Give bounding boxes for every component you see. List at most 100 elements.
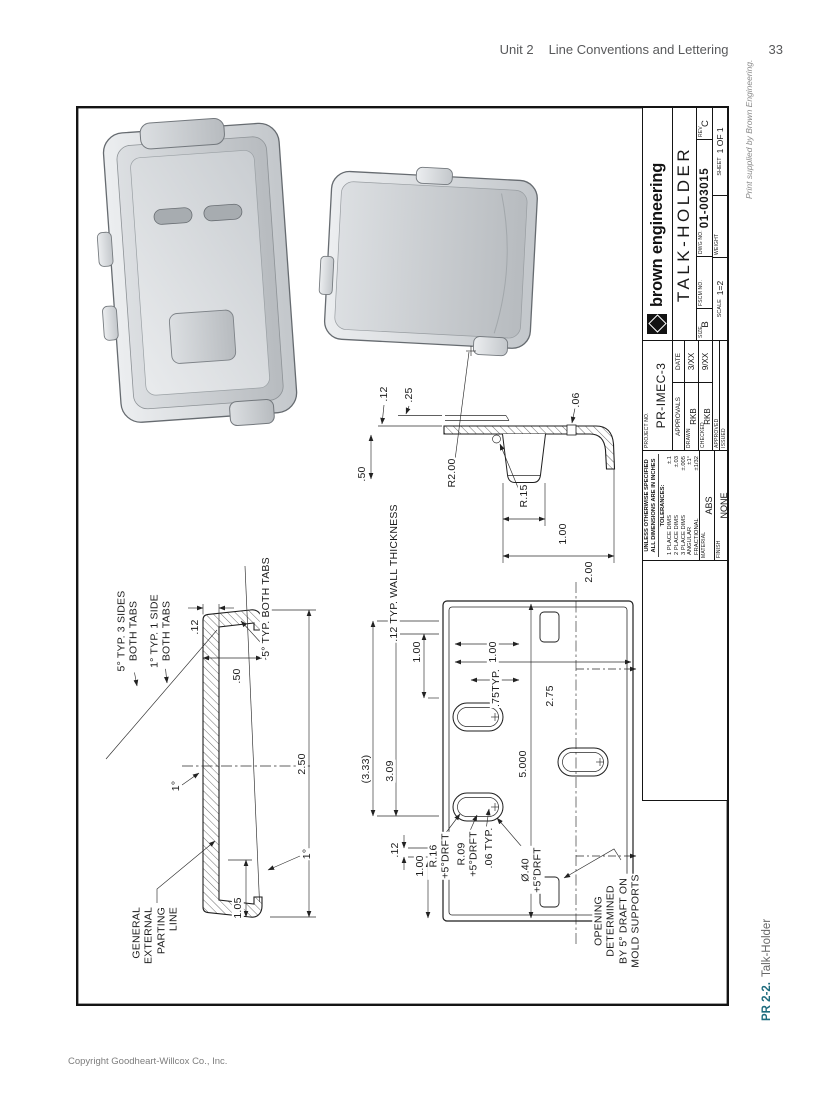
dim-06-typ: .06 TYP. — [482, 826, 496, 870]
size-cell: SIZE B — [697, 308, 713, 340]
checked-label: CHECKED — [699, 422, 706, 448]
size-label: SIZE — [697, 326, 704, 338]
dim-overall-333: (3.33) — [359, 753, 373, 785]
checked-date: 9/XX — [701, 352, 711, 371]
weight-label: WEIGHT — [713, 233, 720, 255]
sheet-value: 1 OF 1 — [715, 127, 726, 154]
dim-r16-drft: R.16 +5°DRFT — [427, 832, 453, 880]
company-row: brown engineering — [643, 108, 673, 340]
fscm-cell: FSCM NO. — [697, 256, 713, 308]
print-credit: Print supplied by Brown Engineering. — [744, 59, 754, 199]
note-1deg-1side: 1° TYP. 1 SIDE BOTH TABS — [148, 593, 174, 669]
dimension-layer: .12 .50 2.50 1.05 1° 1° 5° TYP. 3 SIDES BOTH T… — [76, 106, 729, 1006]
project-cell: PROJECT NO. PR-IMEC-3 — [643, 341, 673, 450]
drawn-label: DRAWN — [685, 428, 692, 448]
scale-label: SCALE — [717, 299, 724, 318]
issued-row: ISSUED — [720, 341, 727, 450]
view-end-section — [105, 565, 316, 918]
tolerances-label: TOLERANCES: — [659, 484, 666, 527]
rev-cell: REV C — [697, 108, 712, 139]
note-mold-opening: OPENING DETERMINED BY 5° DRAFT ON MOLD S… — [592, 873, 642, 969]
dim-1deg-leg: 1° — [300, 847, 314, 861]
dim-5000: 5.000 — [516, 749, 530, 779]
figure-caption-label: PR 2-2. — [761, 982, 773, 1021]
dwg-no-label: DWG NO. — [697, 230, 704, 254]
tolerance-row: ANGULAR±1° — [687, 456, 694, 555]
drawing-number-row: SIZE B FSCM NO. DWG NO. 01-003015 REV C — [697, 108, 714, 340]
rev-label: REV — [697, 126, 704, 137]
dim-tab-offset: 1.05 — [231, 896, 245, 920]
scale-row: SCALE 1=2 WEIGHT SHEET 1 OF 1 — [713, 108, 727, 340]
sheet-border — [76, 106, 729, 1006]
dim-overall-309: 3.09 — [383, 759, 397, 783]
figure-caption-title: Talk-Holder — [761, 918, 773, 977]
drawn-date: 3/XX — [687, 352, 697, 371]
chapter-title: Line Conventions and Lettering — [548, 42, 729, 57]
dim-flange-thickness: .12 — [188, 618, 202, 636]
drawn-by: RKB — [688, 408, 698, 425]
finish-cell: FINISH NONE — [714, 451, 729, 560]
dim-support-200: 2.00 — [582, 560, 596, 584]
spec-line2: ALL DIMENSIONS ARE IN INCHES — [650, 458, 657, 553]
approvals-header: APPROVALS DATE — [672, 341, 686, 450]
dim-100-left: 1.00 — [413, 854, 427, 878]
copyright-line: Copyright Goodheart-Willcox Co., Inc. — [68, 1056, 228, 1067]
note-parting-line: GENERAL EXTERNAL PARTING LINE — [130, 906, 180, 966]
material-label: MATERIAL — [700, 531, 707, 558]
drawing-sheet: .12 .50 2.50 1.05 1° 1° 5° TYP. 3 SIDES BOTH T… — [76, 106, 729, 1006]
company-name: brown engineering — [647, 162, 666, 307]
dim-r200: R2.00 — [445, 457, 459, 489]
material-cell: MATERIAL ABS — [700, 451, 715, 560]
finish-label: FINISH — [715, 540, 722, 558]
dim-slot-100: 1.00 — [486, 640, 500, 664]
dim-support-100: 1.00 — [556, 522, 570, 546]
dim-dia40-drft: Ø.40 +5°DRFT — [519, 846, 545, 894]
checked-row: CHECKED RKB 9/XX — [699, 341, 714, 450]
approvals-label: APPROVALS — [672, 382, 685, 450]
dim-r09-drft: R.09 +5°DRFT — [455, 830, 481, 878]
page-number: 33 — [768, 42, 783, 57]
tolerance-row: 2 PLACE DIMS±.03 — [673, 456, 680, 555]
dim-275: 2.75 — [543, 684, 557, 708]
titleblock-empty-cell — [643, 560, 727, 800]
dim-1deg-web: 1° — [169, 779, 183, 793]
issued-label: ISSUED — [720, 428, 727, 448]
titleblock-company-column: brown engineering TALK-HOLDER SIZE B FSC… — [643, 108, 727, 340]
scale-cell: SCALE 1=2 — [713, 257, 727, 340]
scale-value: 1=2 — [715, 280, 726, 296]
iso-view-open-side — [96, 117, 298, 427]
figure-caption: PR 2-2. Talk-Holder — [761, 919, 773, 1021]
date-label: DATE — [675, 353, 683, 370]
dim-wall-12-c: .12 — [388, 841, 402, 859]
dim-100-top: 1.00 — [410, 640, 424, 664]
running-head: Unit 2 Line Conventions and Lettering 33 — [500, 42, 783, 57]
titleblock-spec-column: UNLESS OTHERWISE SPECIFIED ALL DIMENSION… — [643, 450, 729, 560]
dim-channel-width: 2.50 — [295, 752, 309, 776]
note-5deg-both-tabs: 5° TYP. BOTH TABS — [259, 556, 273, 658]
dim-lip-25: .25 — [402, 386, 416, 404]
note-wall-thickness: .12 TYP. WALL THICKNESS — [387, 503, 401, 643]
iso-view-bottom-side — [318, 166, 538, 357]
project-label: PROJECT NO. — [643, 412, 650, 448]
dim-slot-75typ: .75TYP. — [489, 668, 503, 708]
tolerance-row: 1 PLACE DIMS±.1 — [666, 456, 673, 555]
view-side-section — [368, 346, 616, 563]
tolerance-block: UNLESS OTHERWISE SPECIFIED ALL DIMENSION… — [643, 451, 700, 560]
tolerance-row: 3 PLACE DIMS±.005 — [680, 456, 687, 555]
dim-r15: R.15 — [517, 483, 531, 509]
drawing-number: 01-003015 — [699, 167, 712, 229]
dim-lip-offset: .50 — [355, 465, 369, 483]
titleblock-approvals-column: PROJECT NO. PR-IMEC-3 APPROVALS DATE DRA… — [643, 340, 727, 450]
brown-engineering-logo-icon — [647, 314, 668, 334]
title-block: UNLESS OTHERWISE SPECIFIED ALL DIMENSION… — [642, 108, 729, 801]
note-5deg-3sides: 5° TYP. 3 SIDES BOTH TABS — [115, 589, 141, 673]
sheet-label: SHEET — [717, 157, 724, 176]
dim-rib-06: .06 — [569, 391, 583, 409]
dim-wall-12: .12 — [377, 385, 391, 403]
dim-leg-depth: .50 — [230, 667, 244, 685]
weight-cell: WEIGHT — [713, 195, 727, 257]
approved-row: APPROVED — [713, 341, 721, 450]
project-number: PR-IMEC-3 — [654, 362, 668, 429]
